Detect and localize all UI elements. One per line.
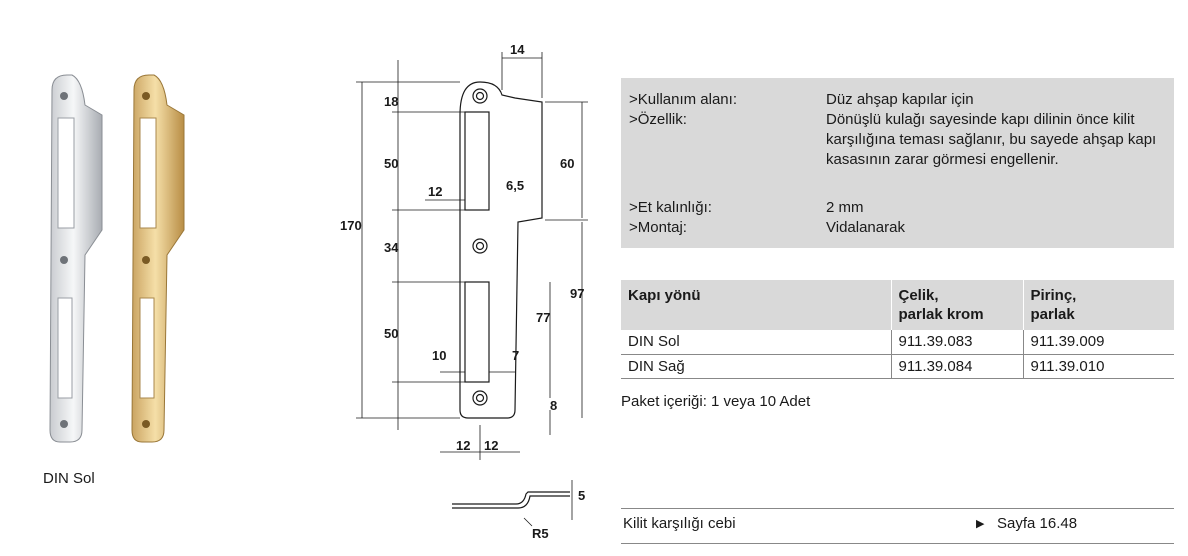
header-brass: Pirinç, parlak [1022,280,1174,330]
dim-half-width-left: 12 [456,438,470,453]
dim-right-lower: 97 [570,286,584,301]
spec-label: >Et kalınlığı: [629,199,712,216]
header-door-direction: Kapı yönü [621,280,891,330]
cell-brass-code: 911.39.010 [1022,354,1174,379]
chrome-strike-plate [49,74,103,443]
side-profile: 5 R5 [452,480,585,541]
dim-right-upper: 60 [560,156,574,171]
technical-drawing: 14 18 50 60 170 12 6,5 34 97 50 77 10 7 … [340,42,588,541]
spec-value: Düz ahşap kapılar için [826,91,974,108]
table-row: DIN Sağ 911.39.084 911.39.010 [621,354,1174,379]
dim-slot-height-lower: 50 [384,326,398,341]
dim-lower-pos: 77 [536,310,550,325]
spec-label: >Özellik: [629,111,687,128]
table-row: DIN Sol 911.39.083 911.39.009 [621,330,1174,355]
dim-top-width: 14 [510,42,525,57]
arrow-right-icon: ▶ [976,518,985,530]
crossref-page-link[interactable]: Sayfa 16.48 [997,515,1078,532]
spec-value: 2 mm [826,199,864,216]
cell-direction: DIN Sağ [621,354,891,379]
dim-offset-top: 18 [384,94,398,109]
spec-box: >Kullanım alanı: Düz ahşap kapılar için … [621,78,1174,248]
dimension-labels: 14 18 50 60 170 12 6,5 34 97 50 77 10 7 … [340,42,584,453]
dim-lower-inset: 10 [432,348,446,363]
dim-bottom-offset: 8 [550,398,557,413]
dim-tongue: 6,5 [506,178,524,193]
dim-thickness: 5 [578,488,585,503]
dim-radius: R5 [532,526,549,541]
dim-lower-right: 7 [512,348,519,363]
dim-slot-height: 50 [384,156,398,171]
cell-steel-code: 911.39.083 [890,330,1023,355]
crossref-row[interactable]: Kilit karşılığı cebi ▶ Sayfa 16.48 [621,508,1174,544]
cell-brass-code: 911.39.009 [1022,330,1174,355]
dimension-lines [356,52,588,460]
spec-label: >Montaj: [629,219,687,236]
pack-note: Paket içeriği: 1 veya 10 Adet [621,393,811,410]
plate-outline [459,81,543,419]
spec-value: Vidalanarak [826,219,905,236]
dim-slot-inset: 12 [428,184,442,199]
brass-strike-plate [131,74,185,443]
product-photos [49,74,185,443]
table-header-row: Kapı yönü Çelik, parlak krom Pirinç, par… [621,280,1174,330]
cell-direction: DIN Sol [621,330,891,355]
cell-steel-code: 911.39.084 [890,354,1023,379]
dim-total-height: 170 [340,218,362,233]
spec-label: >Kullanım alanı: [629,91,737,108]
dim-hole-spacing: 34 [384,240,399,255]
crossref-label: Kilit karşılığı cebi [623,515,736,532]
order-table: Kapı yönü Çelik, parlak krom Pirinç, par… [621,280,1174,379]
dim-half-width-right: 12 [484,438,498,453]
photo-caption: DIN Sol [43,470,95,487]
header-steel: Çelik, parlak krom [890,280,1023,330]
spec-value: Dönüşlü kulağı sayesinde kapı dilinin ön… [826,111,1157,168]
